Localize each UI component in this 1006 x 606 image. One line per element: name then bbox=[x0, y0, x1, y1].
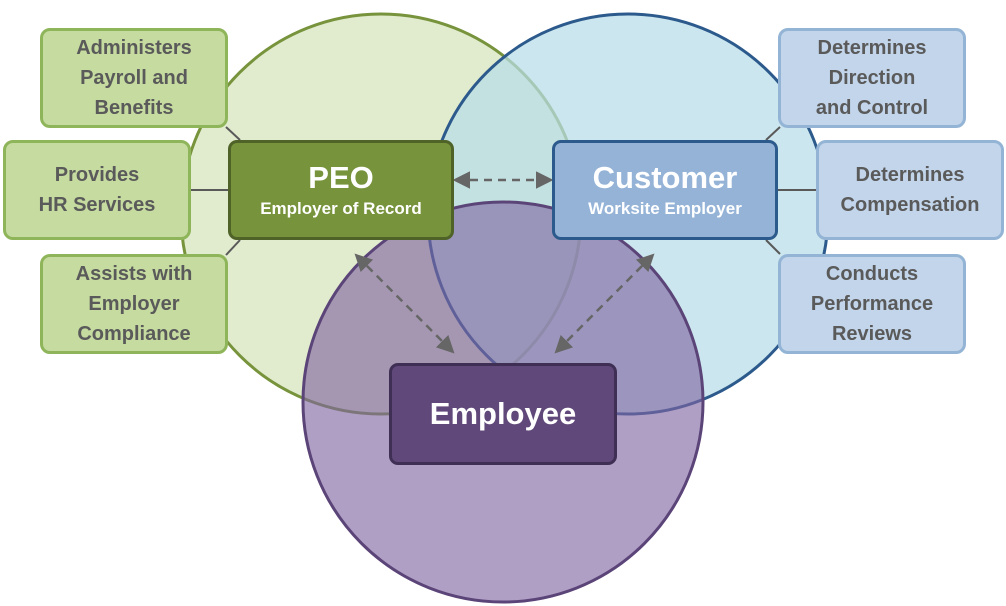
peo-role-payroll-benefits: Administers Payroll and Benefits bbox=[40, 28, 228, 128]
role-text-line: Employer bbox=[88, 293, 180, 315]
customer-role-direction-control: Determines Direction and Control bbox=[778, 28, 966, 128]
connector-customer-direction bbox=[765, 126, 781, 141]
role-text-line: Administers bbox=[76, 37, 192, 59]
employee-box: Employee bbox=[389, 363, 617, 465]
peo-title: PEO bbox=[308, 160, 374, 195]
peo-role-hr-services: Provides HR Services bbox=[3, 140, 191, 240]
role-text-line: Reviews bbox=[831, 323, 913, 345]
peo-role-compliance: Assists with Employer Compliance bbox=[40, 254, 228, 354]
peo-box: PEO Employer of Record bbox=[228, 140, 454, 240]
peo-subtitle: Employer of Record bbox=[260, 199, 422, 218]
customer-role-compensation: Determines Compensation bbox=[816, 140, 1004, 240]
connector-peo-payroll bbox=[225, 126, 241, 141]
role-text-line: Payroll and bbox=[80, 67, 188, 89]
role-text-line: Compliance bbox=[77, 323, 191, 345]
employee-title: Employee bbox=[429, 396, 577, 431]
role-text-line: and Control bbox=[815, 97, 929, 119]
customer-box: Customer Worksite Employer bbox=[552, 140, 778, 240]
customer-title: Customer bbox=[592, 160, 738, 195]
role-text-line: Determines bbox=[855, 164, 965, 186]
role-text-line: Conducts bbox=[825, 263, 919, 285]
role-text-line: Assists with bbox=[75, 263, 193, 285]
role-text-line: Compensation bbox=[840, 194, 980, 216]
role-text-line: Determines bbox=[817, 37, 927, 59]
role-text-line: Benefits bbox=[94, 97, 174, 119]
customer-role-performance-reviews: Conducts Performance Reviews bbox=[778, 254, 966, 354]
connector-peo-compliance bbox=[225, 239, 241, 256]
role-text-line: Direction bbox=[828, 67, 916, 89]
role-text-line: Provides bbox=[54, 164, 140, 186]
customer-subtitle: Worksite Employer bbox=[588, 199, 742, 218]
connector-customer-reviews bbox=[765, 239, 781, 255]
role-text-line: Performance bbox=[810, 293, 934, 315]
role-text-line: HR Services bbox=[38, 194, 156, 216]
